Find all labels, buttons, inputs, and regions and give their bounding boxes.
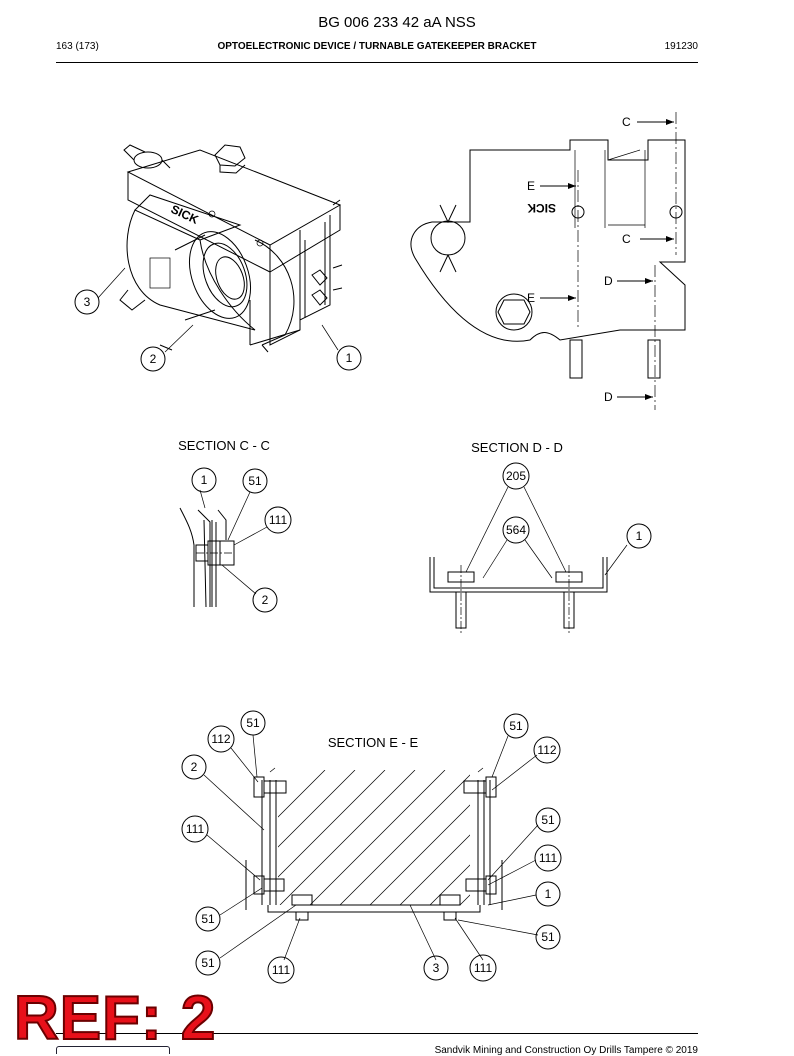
section-d-d: SECTION D - D 205 564 1 <box>429 440 652 635</box>
callout-2-main <box>140 346 166 372</box>
callout-label: 51 <box>201 912 215 926</box>
marker-e-bottom: E <box>527 291 535 305</box>
section-c-c: SECTION C - C 1 51 111 2 <box>178 438 292 613</box>
callout-label: 51 <box>541 930 555 944</box>
callout-label: 51 <box>201 956 215 970</box>
marker-c-bottom: C <box>622 232 631 246</box>
section-ee-title: SECTION E - E <box>328 735 419 750</box>
callout-label: 3 <box>433 961 440 975</box>
callout-label: 112 <box>211 732 230 746</box>
callout-label: 2 <box>262 593 269 607</box>
callout-3-main <box>74 289 100 315</box>
callout-label: 51 <box>509 719 523 733</box>
callout-label: 2 <box>150 352 157 366</box>
side-view: SICK C C E E D D <box>410 112 686 410</box>
callout-label: 111 <box>269 513 288 527</box>
callout-label: 111 <box>272 963 291 977</box>
callout-label: 205 <box>506 469 526 483</box>
callout-label: 2 <box>191 760 198 774</box>
section-cc-title: SECTION C - C <box>178 438 270 453</box>
document-date: 191230 <box>664 41 698 52</box>
callout-label: 51 <box>246 716 260 730</box>
callout-label: 1 <box>636 529 643 543</box>
isometric-view: SICK 3 2 1 <box>74 144 362 372</box>
callout-1-main <box>336 345 362 371</box>
footer-copyright: Sandvik Mining and Construction Oy Drill… <box>434 1045 698 1056</box>
header-rule <box>56 62 698 63</box>
callout-label: 112 <box>537 743 556 757</box>
callout-label: 111 <box>474 961 493 975</box>
reference-stamp: REF: 2 <box>13 984 217 1053</box>
callout-label: 51 <box>248 474 262 488</box>
callout-label: 1 <box>346 351 353 365</box>
section-e-e: SECTION E - E <box>181 710 562 984</box>
callout-label: 3 <box>84 295 91 309</box>
page-number: 163 (173) <box>56 41 99 52</box>
callout-label: 564 <box>506 523 526 537</box>
side-logo: SICK <box>527 201 556 215</box>
document-id: BG 006 233 42 aA NSS <box>318 14 476 31</box>
callout-label: 1 <box>545 887 552 901</box>
marker-e-top: E <box>527 179 535 193</box>
document-title: OPTOELECTRONIC DEVICE / TURNABLE GATEKEE… <box>217 41 537 52</box>
marker-d-top: D <box>604 274 613 288</box>
marker-c-top: C <box>622 115 631 129</box>
marker-d-bottom: D <box>604 390 613 404</box>
callout-label: 1 <box>201 473 208 487</box>
callout-label: 111 <box>186 822 205 836</box>
section-dd-title: SECTION D - D <box>471 440 563 455</box>
footer-rule <box>56 1033 698 1034</box>
callout-label: 51 <box>541 813 555 827</box>
callout-label: 111 <box>539 851 558 865</box>
company-logo <box>56 1046 170 1054</box>
